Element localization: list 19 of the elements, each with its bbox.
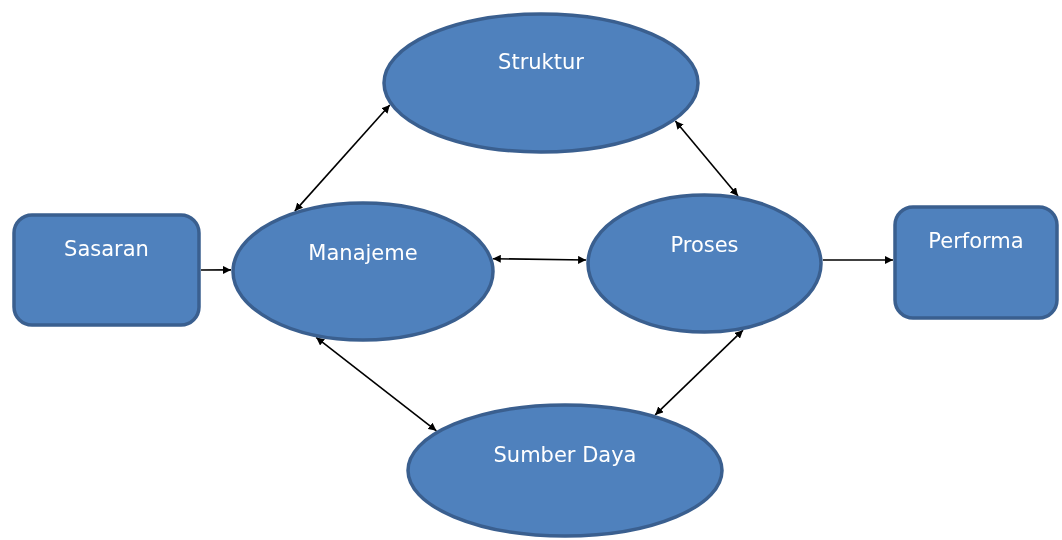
rounded-box [12,213,201,327]
node-label: Sumber Daya [492,443,638,467]
ellipse-node [231,201,495,342]
node-label: Manajeme [307,241,419,265]
double-arrow [654,329,744,416]
arrow [200,265,232,274]
ellipse-node [586,193,823,334]
ellipse-node [382,12,700,154]
double-arrow [492,254,587,264]
node-label: Sasaran [63,237,150,261]
node-label: Struktur [497,50,585,74]
double-arrow [315,336,438,432]
node-label: Proses [669,233,740,257]
node-label: Performa [927,229,1025,253]
double-arrow [674,120,739,197]
rounded-box [893,205,1059,320]
double-arrow [294,104,391,212]
ellipse-node [406,403,724,538]
arrow [822,256,894,264]
